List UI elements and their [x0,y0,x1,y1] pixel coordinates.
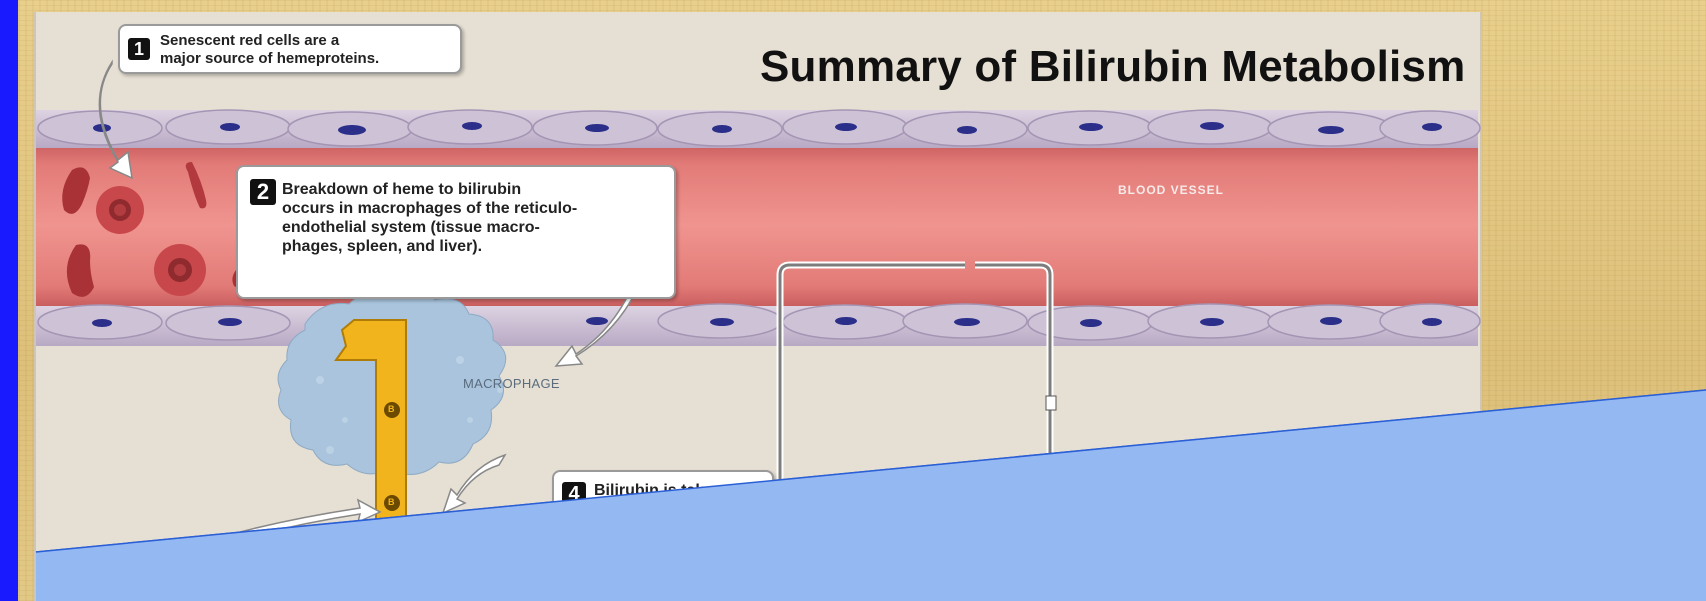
lower-endothelium [36,304,1480,346]
upper-endothelium [36,110,1480,148]
b-marker-2: B [388,497,395,507]
step-number-1: 1 [128,38,150,60]
callout-2-text: Breakdown of heme to bilirubin occurs in… [282,181,577,257]
blood-vessel-label: BLOOD VESSEL [1118,183,1224,197]
step-number-6: 6 [990,493,1014,517]
b-marker-1: B [388,404,395,414]
callout-2: 2 Breakdown of heme to bilirubin occurs … [236,165,676,299]
callout-1-text: Senescent red cells are a major source o… [160,32,379,67]
overlay-panel [36,390,1706,601]
callout-4-text: Bilirubin is taken up via facilitated di… [594,482,723,539]
page-title: Summary of Bilirubin Metabolism [760,42,1465,92]
callout-4: 4 Bilirubin is taken up via facilitated … [552,470,774,594]
callout-1: 1 Senescent red cells are a major source… [118,24,462,74]
callout-6: 6 The [980,485,1214,549]
macrophage-label: MACROPHAGE [463,376,560,391]
step-number-2: 2 [250,179,276,205]
left-border [0,0,18,601]
step-number-4: 4 [562,482,586,506]
callout-6-text: The [1024,493,1052,512]
